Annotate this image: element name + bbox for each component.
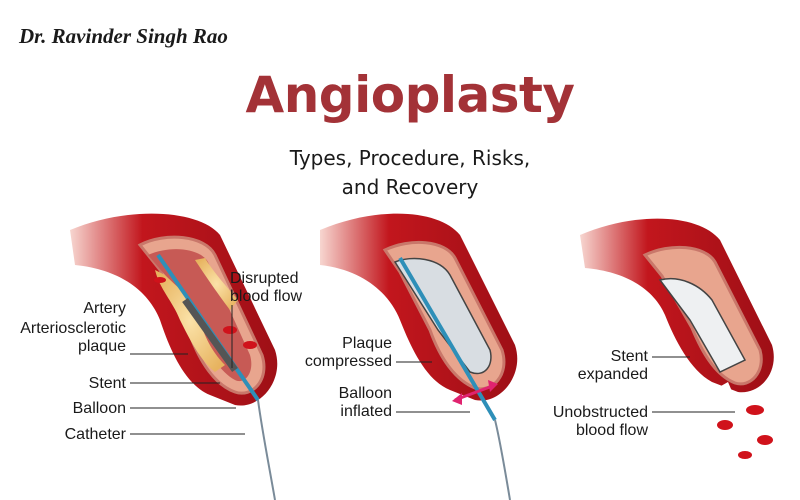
label-stent-expanded-line-2: expanded bbox=[577, 366, 648, 383]
author-name: Dr. Ravinder Singh Rao bbox=[19, 24, 228, 48]
label-stent-expanded-line-1: Stent bbox=[610, 348, 648, 365]
subtitle-line-2: and Recovery bbox=[341, 175, 479, 199]
label-stent: Stent bbox=[88, 375, 126, 392]
label-plaque-line-2: plaque bbox=[77, 338, 126, 355]
label-disrupted-flow-line-1: Disrupted bbox=[230, 270, 299, 287]
page-subtitle: Types, Procedure, Risks, and Recovery bbox=[0, 144, 800, 202]
label-balloon-inflated-line-2: inflated bbox=[340, 403, 392, 420]
label-disrupted-flow: Disrupted blood flow bbox=[230, 270, 302, 306]
panel-2-vessel bbox=[320, 213, 518, 500]
label-plaque-line-1: Arteriosclerotic bbox=[20, 320, 126, 337]
label-unobstructed-flow-line-2: blood flow bbox=[575, 422, 648, 439]
label-balloon: Balloon bbox=[72, 400, 126, 417]
label-plaque-compressed-line-2: compressed bbox=[304, 353, 392, 370]
label-balloon-inflated: Balloon inflated bbox=[300, 385, 392, 421]
label-unobstructed-flow: Unobstructed blood flow bbox=[530, 404, 648, 440]
panel-1-vessel bbox=[70, 213, 278, 500]
label-plaque-compressed-line-1: Plaque bbox=[342, 335, 392, 352]
label-plaque-compressed: Plaque compressed bbox=[280, 335, 392, 371]
subtitle-line-1: Types, Procedure, Risks, bbox=[289, 146, 531, 170]
angioplasty-illustration bbox=[70, 213, 774, 500]
label-artery: Artery bbox=[83, 300, 126, 317]
label-catheter: Catheter bbox=[64, 426, 126, 443]
page-title: Angioplasty bbox=[245, 66, 576, 124]
leader-lines bbox=[130, 305, 735, 435]
label-unobstructed-flow-line-1: Unobstructed bbox=[552, 404, 648, 421]
label-balloon-inflated-line-1: Balloon bbox=[338, 385, 392, 402]
label-disrupted-flow-line-2: blood flow bbox=[230, 288, 303, 305]
label-plaque: Arteriosclerotic plaque bbox=[0, 320, 126, 356]
panel-3-vessel bbox=[580, 218, 774, 459]
label-stent-expanded: Stent expanded bbox=[560, 348, 648, 384]
